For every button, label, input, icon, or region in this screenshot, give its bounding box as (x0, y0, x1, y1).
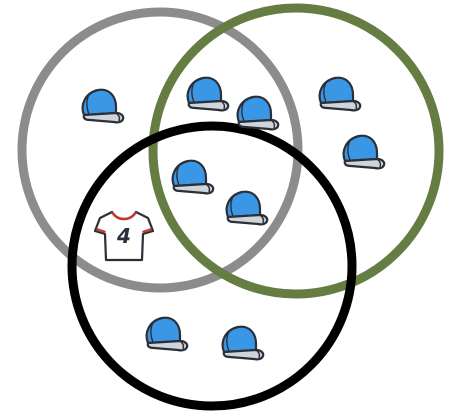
cap-icon (342, 134, 386, 170)
cap-icon (236, 95, 280, 131)
cap-icon (318, 76, 362, 112)
cap-icon (145, 316, 189, 352)
black-circle (67, 121, 357, 411)
jersey-number: 4 (116, 224, 131, 248)
green-circle (148, 3, 444, 299)
cap-icon (225, 190, 269, 226)
cap-icon (171, 159, 215, 195)
gray-circle (17, 7, 303, 293)
cap-icon (221, 325, 265, 361)
cap-icon (81, 88, 125, 124)
cap-icon (186, 76, 230, 112)
